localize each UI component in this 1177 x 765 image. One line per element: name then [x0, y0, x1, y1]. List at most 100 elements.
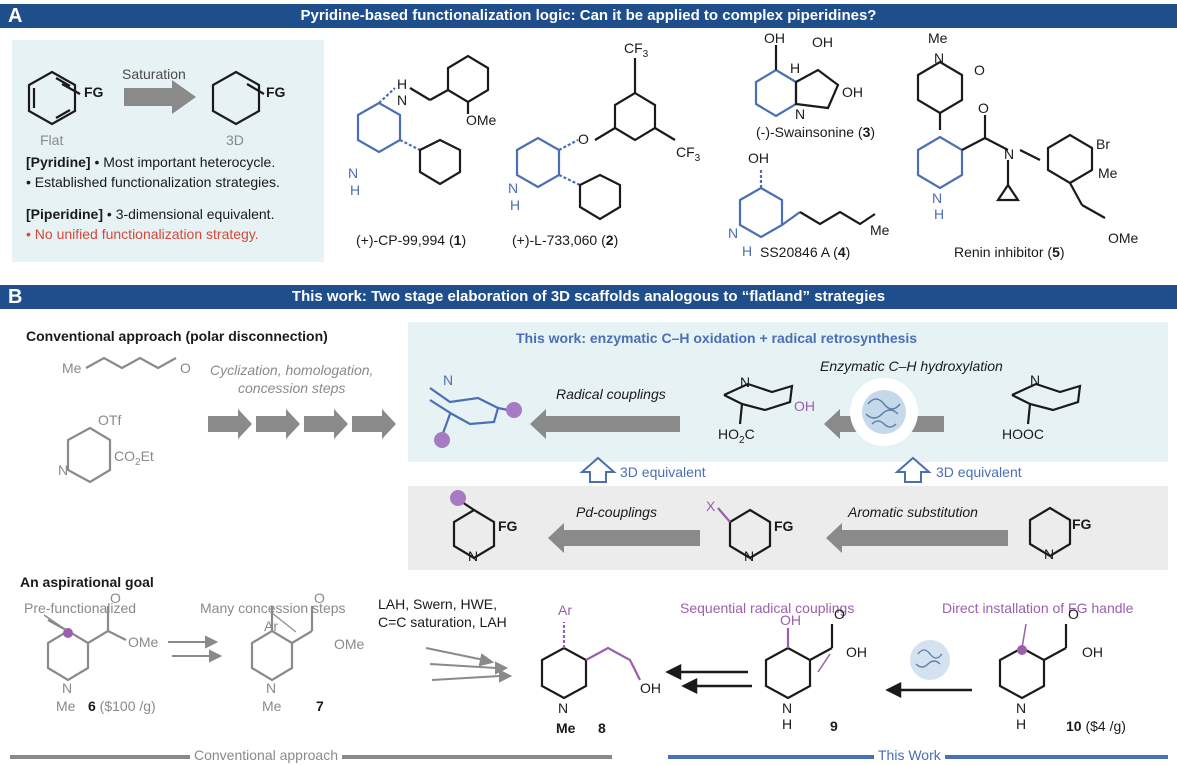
c2-cf-right: CF [676, 144, 695, 160]
ho2c-sub: 2 [739, 434, 745, 446]
prefunctionalized-label: Pre-functionalized [24, 600, 137, 616]
c9-n: N [782, 700, 793, 716]
aspirational-title: An aspirational goal [20, 574, 154, 590]
saturation-label: Saturation [122, 66, 186, 82]
c6-price: ($100 /g) [95, 698, 156, 714]
c10-n: N [1016, 700, 1027, 716]
c6-ome: OMe [128, 634, 159, 650]
ho2c-ho: HO [718, 426, 739, 442]
c3-n: N [795, 106, 806, 122]
aromatic-substitution-arrow [826, 523, 1008, 553]
piperidine-line2: • No unified functionalization strategy. [26, 226, 259, 242]
c5-close: ) [1059, 244, 1065, 260]
c3-oh-2: OH [812, 34, 833, 50]
this-work-box [408, 322, 1168, 462]
pyridine-tag: [Pyridine] [26, 154, 91, 170]
conventional-footer: Conventional approach [190, 747, 342, 763]
hydroxy-acid: HO2C [718, 426, 755, 446]
hydroxy-n: N [740, 374, 751, 390]
flat-label: Flat [40, 132, 64, 148]
halopyridine-fg: FG [774, 518, 794, 534]
pipecolic-acid [1011, 382, 1082, 425]
panel-a-letter: A [8, 5, 23, 27]
c6-o: O [110, 590, 121, 606]
c2-three-top: 3 [642, 48, 649, 60]
c5-o-amide: O [978, 100, 989, 116]
pyridine-desc1: • Most important heterocycle. [90, 154, 276, 170]
c1-ring-n: N [348, 165, 359, 181]
start-pyridine-fg: FG [1072, 516, 1092, 532]
c1-name: (+)-CP-99,994 ( [356, 232, 454, 248]
c3-oh-3: OH [842, 84, 863, 100]
conventional-title: Conventional approach (polar disconnecti… [26, 328, 328, 344]
product-n: N [443, 372, 454, 388]
c9-oh: OH [780, 612, 801, 628]
pyridine-ring [27, 70, 81, 126]
many-steps-label: Many concession steps [200, 600, 346, 616]
c5-me-top: Me [928, 30, 948, 46]
enzyme-icon [850, 378, 918, 446]
c5-n-top: N [934, 50, 945, 66]
c3-num: 3 [862, 124, 871, 140]
this-work-title: This work: enzymatic C–H oxidation + rad… [516, 330, 918, 346]
compound-6-label: 6 ($100 /g) [88, 698, 156, 714]
compound-1-drawing [356, 54, 490, 186]
pyridine-product-n: N [468, 548, 479, 564]
c2-ring-h: H [510, 197, 521, 213]
c1-num: 1 [453, 232, 462, 248]
arrows-9-8 [665, 663, 752, 695]
piperidine-desc1: • 3-dimensional equivalent. [103, 206, 275, 222]
flatland-box [408, 486, 1168, 570]
c7-ar: Ar [264, 618, 278, 634]
c2-cf3-right: CF3 [676, 144, 700, 164]
c1-n: N [397, 92, 408, 108]
piperidine-tag: [Piperidine] [26, 206, 104, 222]
compound-5-label: Renin inhibitor (5) [954, 244, 1065, 260]
fg-handle-leader [1021, 623, 1027, 649]
pyridine-line1: [Pyridine] • Most important heterocycle. [26, 154, 275, 170]
pyridine-product-fg: FG [498, 518, 518, 534]
triflate-n: N [58, 462, 69, 478]
pd-couplings-label: Pd-couplings [576, 504, 657, 520]
panel-b-letter: B [8, 286, 23, 308]
c6-num: 6 [88, 698, 96, 714]
pyridine-start [1028, 506, 1072, 558]
c4-ring-h: H [742, 243, 753, 259]
cyclization-line2: concession steps [238, 380, 346, 396]
c5-br: Br [1096, 136, 1110, 152]
c2-num: 2 [605, 232, 614, 248]
c7-o: O [314, 590, 325, 606]
c8-ar: Ar [558, 602, 572, 618]
dienal-me: Me [62, 360, 82, 376]
disconnection-mark [817, 653, 831, 673]
c8-oh: OH [640, 680, 661, 696]
c4-me: Me [870, 222, 890, 238]
compound-1-label: (+)-CP-99,994 (1) [356, 232, 466, 248]
purple-ball [450, 490, 466, 506]
conventional-arrows [208, 409, 396, 439]
c7-me: Me [262, 698, 282, 714]
halide-x: X [706, 498, 716, 514]
compound-3-label: (-)-Swainsonine (3) [756, 124, 875, 140]
c9-h: H [782, 716, 793, 732]
pyridine-piperidine-box [12, 40, 324, 262]
c1-ome: OMe [466, 112, 497, 128]
three-d-equiv-left: 3D equivalent [620, 464, 706, 480]
cyclization-line1: Cyclization, homologation, [210, 362, 374, 378]
compound-4-drawing [738, 168, 876, 239]
ester-co: CO [114, 448, 135, 464]
direct-install-label: Direct installation of FG handle [942, 600, 1134, 616]
c5-me-ring: Me [1098, 165, 1118, 181]
c8-num: 8 [598, 720, 606, 736]
aromatic-sub-label: Aromatic substitution [848, 504, 978, 520]
c8-n: N [558, 700, 569, 716]
threed-label: 3D [226, 132, 244, 148]
c10-price: ($4 /g) [1081, 718, 1126, 734]
enzymatic-label: Enzymatic C–H hydroxylation [820, 358, 1003, 374]
fg-label-flat: FG [84, 84, 104, 100]
radical-couplings-label: Radical couplings [556, 386, 666, 402]
dienal-o: O [180, 360, 191, 376]
reagents-line2: C=C saturation, LAH [378, 614, 507, 630]
